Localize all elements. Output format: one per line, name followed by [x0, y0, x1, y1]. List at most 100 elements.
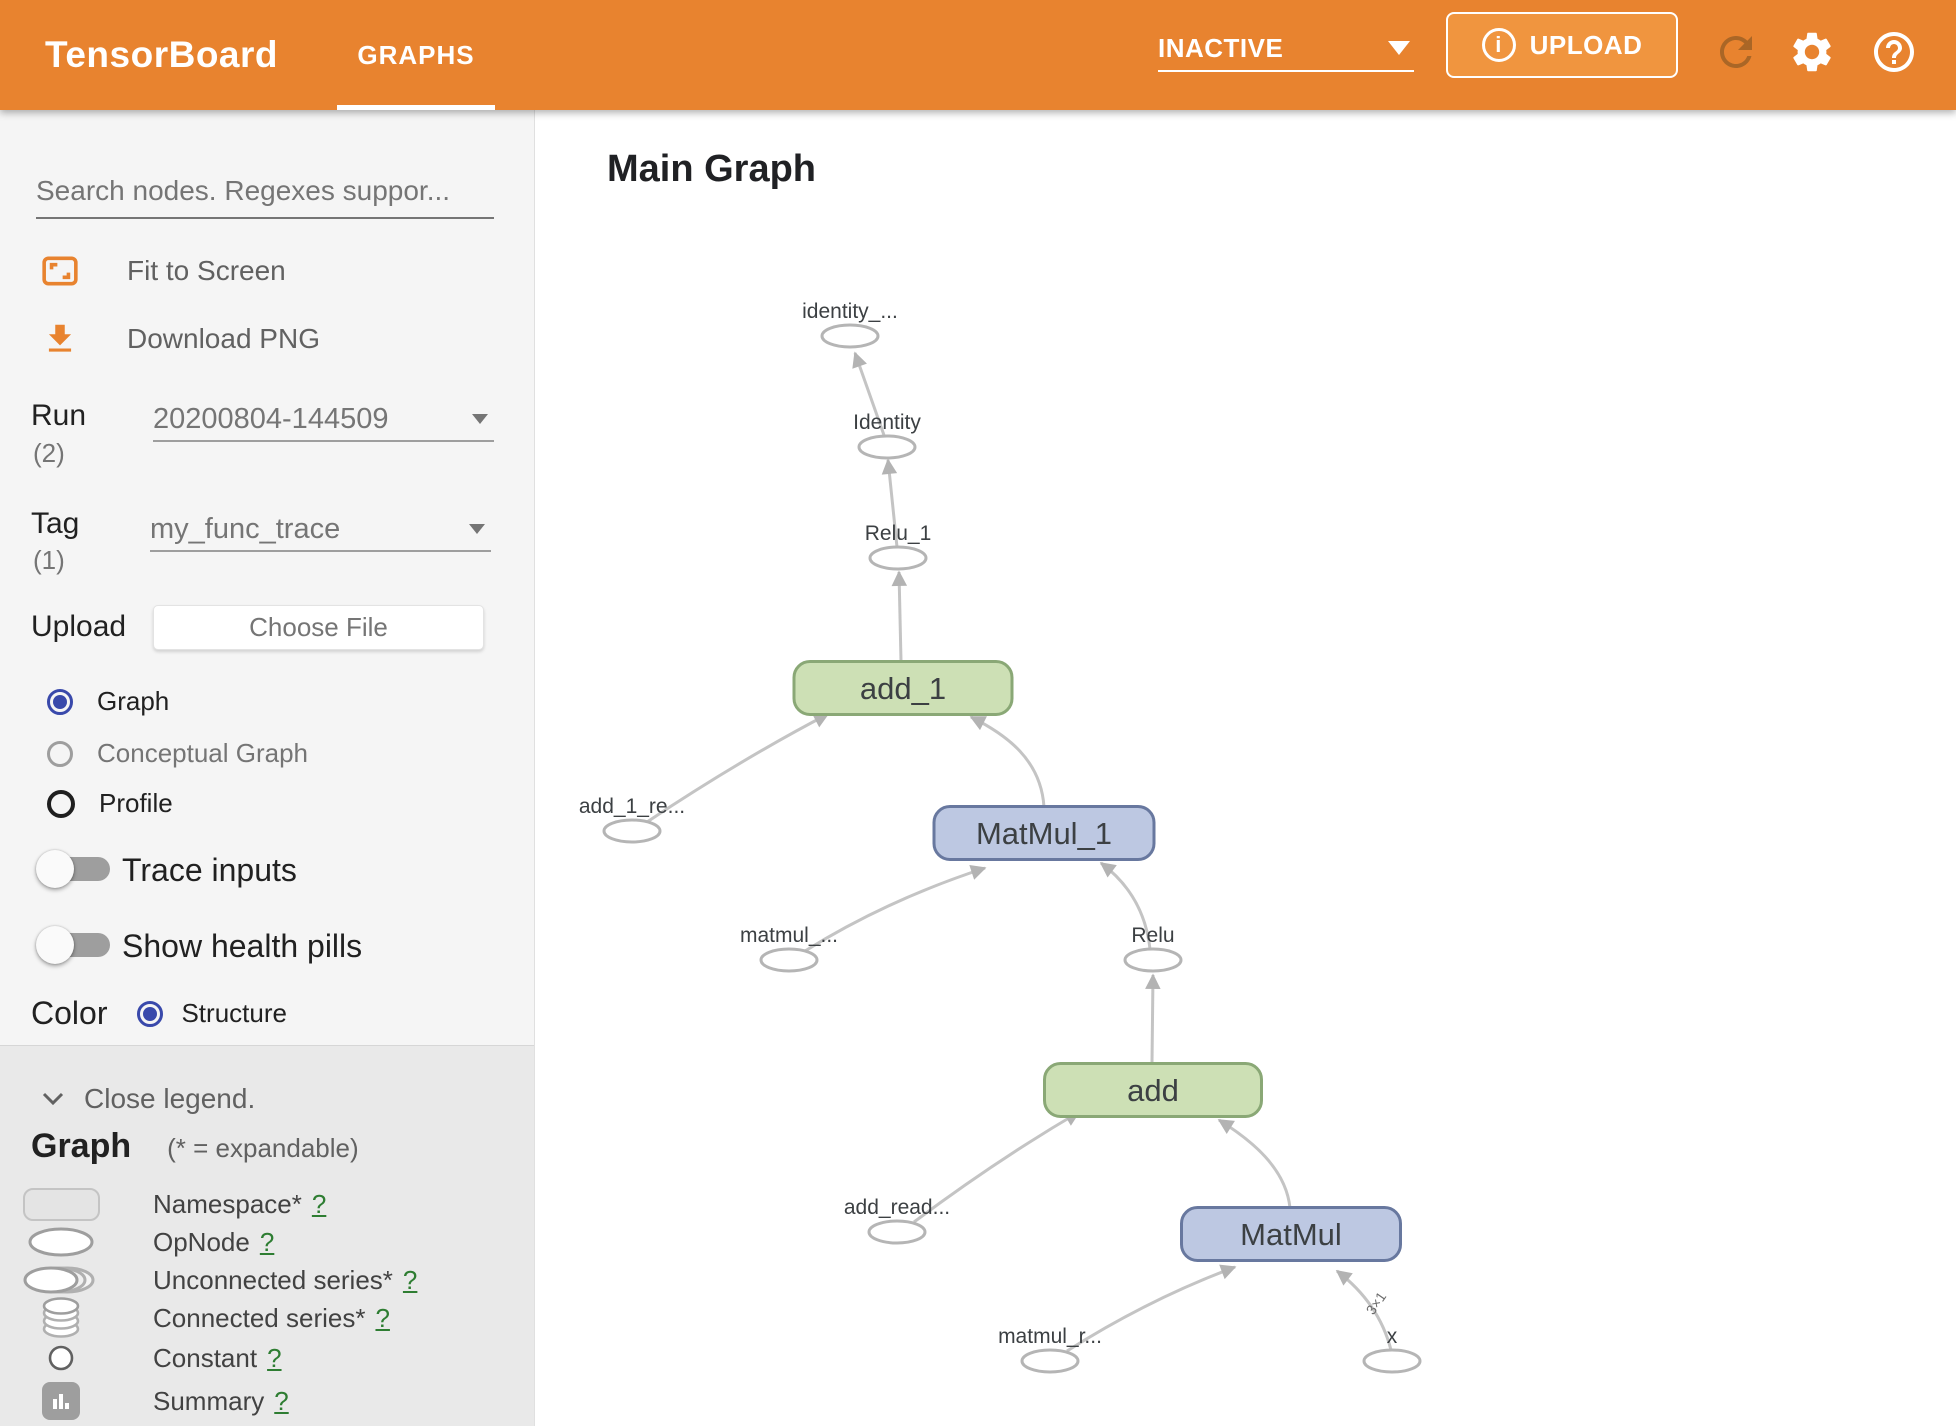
view-option-graph[interactable]: Graph — [47, 686, 169, 717]
svg-text:matmul_...: matmul_... — [740, 924, 838, 947]
legend-item-summary: Summary ? — [0, 1381, 534, 1421]
legend-item-connected-series: Connected series* ? — [0, 1297, 534, 1339]
graph-edge-MatMul-to-add — [1217, 1118, 1292, 1209]
view-option-conceptual-graph-label: Conceptual Graph — [97, 738, 309, 768]
help-link[interactable]: ? — [267, 1342, 282, 1373]
graph-node-identity_out[interactable]: identity_... — [802, 300, 898, 349]
choose-file-button[interactable]: Choose File — [153, 605, 484, 650]
help-link[interactable]: ? — [274, 1385, 289, 1416]
help-link[interactable]: ? — [402, 1264, 418, 1295]
svg-text:Identity: Identity — [853, 411, 921, 434]
color-by-label: Color — [31, 995, 108, 1031]
view-option-graph-label: Graph — [97, 686, 170, 716]
svg-text:matmul_r...: matmul_r... — [998, 1325, 1102, 1348]
app-logo: TensorBoard — [45, 34, 279, 75]
view-option-profile[interactable]: Profile — [47, 788, 173, 819]
graph-node-MatMul[interactable]: MatMul — [1180, 1206, 1402, 1262]
connected-series-icon — [0, 1297, 122, 1339]
legend-item-label: Connected series* — [153, 1302, 366, 1333]
unconnected-series-icon — [0, 1264, 122, 1296]
radio-selected-icon — [47, 688, 73, 715]
help-icon[interactable] — [1870, 28, 1918, 76]
graph-node-Identity[interactable]: Identity — [853, 411, 921, 460]
graph-edge-x-to-MatMul — [1335, 1269, 1393, 1351]
graph-edge-Identity-to-identity_out — [852, 351, 887, 439]
help-link[interactable]: ? — [375, 1302, 390, 1333]
graph-node-MatMul_1[interactable]: MatMul_1 — [932, 805, 1156, 861]
help-link[interactable]: ? — [311, 1188, 327, 1219]
graph-node-add_1_re[interactable]: add_1_re... — [579, 795, 685, 844]
upload-label: Upload — [31, 610, 127, 643]
tag-dropdown[interactable]: my_func_trace — [150, 508, 491, 552]
run-dropdown[interactable]: 20200804-144509 — [153, 398, 494, 442]
status-dropdown[interactable]: INACTIVE — [1158, 26, 1414, 72]
radio-unselected-icon — [47, 740, 73, 767]
legend-heading: Graph — [31, 1127, 132, 1165]
view-option-profile-label: Profile — [99, 788, 173, 818]
graph-node-Relu_1[interactable]: Relu_1 — [865, 522, 932, 571]
sidebar: Fit to Screen Download PNG Run (2) 20200… — [0, 110, 535, 1426]
namespace-icon — [0, 1187, 122, 1221]
show-health-pills-toggle[interactable] — [36, 925, 114, 965]
graph-edge-add_read-to-add — [913, 1110, 1081, 1224]
graph-node-add[interactable]: add — [1043, 1062, 1263, 1118]
download-png-button[interactable]: Download PNG — [41, 320, 320, 358]
upload-button[interactable]: i UPLOAD — [1446, 12, 1678, 78]
svg-text:Relu_1: Relu_1 — [865, 522, 932, 545]
graph-edge-matmul_-to-MatMul_1 — [804, 864, 987, 953]
legend-item-label: Constant — [153, 1342, 258, 1373]
graph-node-add_read[interactable]: add_read... — [844, 1196, 950, 1245]
download-png-label: Download PNG — [127, 323, 320, 354]
svg-text:add_read...: add_read... — [844, 1196, 950, 1219]
run-dropdown-value: 20200804-144509 — [153, 402, 389, 435]
upload-button-label: UPLOAD — [1529, 29, 1643, 60]
page-title: Main Graph — [607, 148, 817, 190]
edge-shape-label: 3×1 — [1363, 1289, 1390, 1318]
legend-item-label: OpNode — [153, 1226, 250, 1257]
info-icon: i — [1481, 28, 1516, 62]
graph-edge-Relu-to-MatMul_1 — [1099, 861, 1152, 950]
legend-item-opnode: OpNode ? — [0, 1222, 534, 1262]
fit-to-screen-label: Fit to Screen — [127, 255, 286, 286]
opnode-icon — [0, 1226, 122, 1258]
active-tab-underline — [337, 105, 495, 110]
color-by-structure-label: Structure — [181, 998, 287, 1028]
graph-edge-matmul_r-to-MatMul — [1066, 1264, 1237, 1353]
graph-edge-add_1-to-Relu_1 — [891, 570, 908, 662]
color-by-structure-radio[interactable] — [137, 1000, 164, 1027]
help-link[interactable]: ? — [259, 1226, 275, 1257]
graph-node-matmul_r[interactable]: matmul_r... — [998, 1325, 1102, 1374]
download-icon — [48, 324, 72, 352]
graph-node-matmul_[interactable]: matmul_... — [740, 924, 838, 973]
tag-label: Tag — [31, 507, 80, 540]
gear-icon[interactable] — [1788, 28, 1836, 76]
tag-count: (1) — [33, 545, 65, 575]
legend-item-namespace: Namespace* ? — [0, 1184, 534, 1224]
close-legend-button[interactable]: Close legend. — [42, 1083, 255, 1115]
fit-to-screen-button[interactable]: Fit to Screen — [41, 252, 286, 290]
tab-graphs[interactable]: GRAPHS — [337, 0, 495, 110]
trace-inputs-label: Trace inputs — [122, 852, 297, 888]
graph-node-add_1[interactable]: add_1 — [792, 660, 1014, 716]
run-count: (2) — [33, 438, 65, 468]
legend-item-unconnected-series: Unconnected series* ? — [0, 1260, 534, 1300]
graph-node-x[interactable]: x — [1362, 1325, 1422, 1374]
run-label: Run — [31, 399, 87, 432]
svg-text:x: x — [1387, 1325, 1398, 1348]
chevron-down-icon — [1388, 41, 1410, 55]
chevron-down-icon — [472, 414, 488, 424]
refresh-icon[interactable] — [1712, 28, 1760, 76]
svg-text:identity_...: identity_... — [802, 300, 898, 323]
graph-edge-MatMul_1-to-add_1 — [969, 715, 1046, 808]
constant-icon — [0, 1344, 122, 1372]
radio-unselected-icon — [47, 789, 75, 818]
search-input[interactable] — [36, 165, 494, 219]
graph-node-Relu[interactable]: Relu — [1123, 924, 1183, 973]
trace-inputs-toggle[interactable] — [36, 849, 114, 889]
view-option-conceptual-graph[interactable]: Conceptual Graph — [47, 738, 308, 769]
svg-text:add: add — [1127, 1073, 1179, 1108]
